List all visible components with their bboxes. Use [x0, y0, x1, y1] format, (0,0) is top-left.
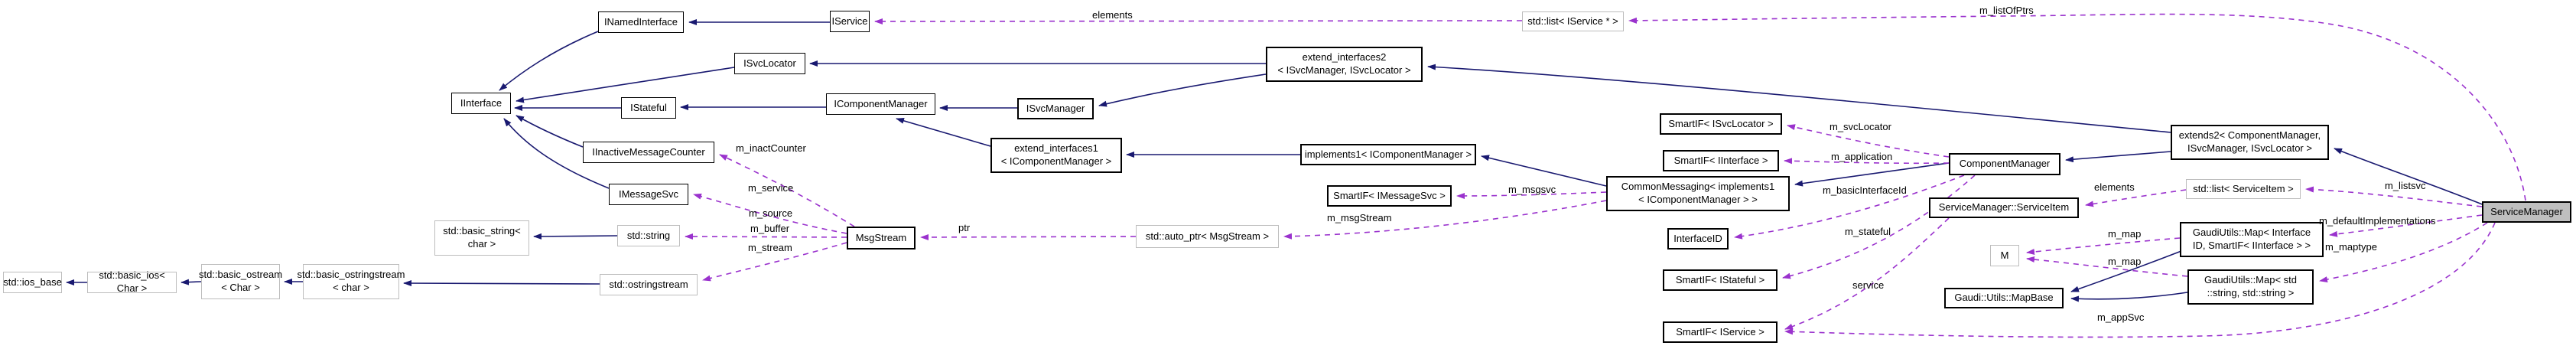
node-msgstream[interactable]: MsgStream [847, 227, 916, 250]
node-gaudi-utils-mapbase[interactable]: Gaudi::Utils::MapBase [1944, 288, 2064, 308]
edge-autoptr-msgstream-ptr [920, 233, 1137, 240]
node-std-list-serviceitem: std::list< ServiceItem > [2186, 179, 2301, 199]
edge-servicemanager-extends2 [2334, 148, 2485, 206]
edge-label-m-appsvc: m_appSvc [2097, 311, 2145, 323]
node-m: M [1990, 245, 2019, 266]
edge-label-ptr: ptr [958, 222, 971, 233]
edge-msgstream-stdstring-msource-mbuffer [685, 233, 847, 240]
node-iservice[interactable]: IService [830, 11, 870, 32]
edge-iinactivemessagecounter-iinterface [516, 115, 584, 148]
edge-extendinterfaces2-isvcmanager [1098, 73, 1267, 107]
node-icomponentmanager[interactable]: IComponentManager [826, 93, 935, 115]
node-iinactivemessagecounter[interactable]: IInactiveMessageCounter [583, 142, 714, 163]
node-std-basic-ostringstream: std::basic_ostringstream < char > [298, 264, 405, 299]
edge-commonmessaging-implements1 [1481, 155, 1607, 187]
node-imessagesvc[interactable]: IMessageSvc [609, 184, 688, 205]
edge-label-m-map-2: m_map [2108, 256, 2142, 267]
node-inamedinterface[interactable]: INamedInterface [598, 11, 684, 33]
node-isvclocator[interactable]: ISvcLocator [734, 53, 805, 74]
edge-label-m-basicinterfaceid: m_basicInterfaceId [1823, 184, 1907, 196]
edge-label-m-stateful: m_stateful [1845, 226, 1891, 237]
edge-extends2-extendinterfaces2 [1427, 64, 2171, 133]
node-std-string: std::string [617, 225, 680, 246]
node-gaudiutils-map-string[interactable]: GaudiUtils::Map< std ::string, std::stri… [2187, 269, 2314, 305]
edge-label-m-buffer: m_buffer [750, 223, 790, 234]
edge-ostringstream-basicostringstream [403, 280, 600, 287]
node-std-ios-base: std::ios_base [3, 272, 62, 293]
edge-label-m-msgstream: m_msgStream [1327, 212, 1392, 223]
edge-label-m-source: m_source [749, 207, 793, 219]
edge-servicemanager-listiservice-mlistofptrs [1628, 13, 2526, 201]
node-implements1[interactable]: implements1< IComponentManager > [1300, 144, 1476, 165]
node-std-basic-string: std::basic_string< char > [434, 220, 529, 256]
edge-componentmanager-commonmessaging [1794, 162, 1950, 187]
edge-label-m-inactcounter: m_inactCounter [736, 142, 806, 154]
node-isvcmanager[interactable]: ISvcManager [1017, 98, 1094, 119]
edge-extendinterfaces1-icomponentmanager [896, 117, 991, 147]
node-smartif-imessagesvc[interactable]: SmartIF< IMessageSvc > [1327, 185, 1452, 207]
node-istateful[interactable]: IStateful [621, 97, 676, 119]
node-std-auto-ptr-msgstream: std::auto_ptr< MsgStream > [1136, 225, 1279, 248]
node-servicemanager-serviceitem[interactable]: ServiceManager::ServiceItem [1929, 197, 2079, 218]
node-smartif-isvclocator[interactable]: SmartIF< ISvcLocator > [1660, 113, 1782, 135]
node-std-basic-ios: std::basic_ios< Char > [87, 269, 177, 294]
node-componentmanager[interactable]: ComponentManager [1949, 153, 2060, 175]
node-extend-interfaces2[interactable]: extend_interfaces2 < ISvcManager, ISvcLo… [1266, 47, 1423, 82]
edge-label-elements-right: elements [2094, 181, 2135, 193]
edge-mapstring-mapbase [2070, 292, 2188, 302]
edge-mapinterfaceid-m-mmap [2026, 237, 2181, 255]
node-commonmessaging[interactable]: CommonMessaging< implements1 < IComponen… [1606, 176, 1790, 211]
node-servicemanager: ServiceManager [2482, 201, 2571, 223]
edge-servicemanager-listserviceitem-mlistsvc [2305, 186, 2483, 207]
node-std-basic-ostream: std::basic_ostream < Char > [199, 264, 282, 299]
edge-label-m-msgsvc: m_msgsvc [1508, 184, 1556, 195]
node-iinterface[interactable]: IInterface [451, 93, 511, 114]
node-smartif-istateful[interactable]: SmartIF< IStateful > [1663, 269, 1778, 291]
edge-isvclocator-iinterface [516, 67, 735, 103]
edge-label-service: service [1852, 279, 1885, 291]
node-std-ostringstream: std::ostringstream [600, 274, 698, 295]
edge-label-m-svclocator: m_svcLocator [1830, 121, 1891, 132]
edge-label-m-listsvc: m_listsvc [2385, 180, 2426, 191]
node-gaudiutils-map-interfaceid[interactable]: GaudiUtils::Map< Interface ID, SmartIF< … [2180, 222, 2324, 257]
node-extend-interfaces1[interactable]: extend_interfaces1 < IComponentManager > [990, 138, 1122, 173]
edge-label-m-listofptrs: m_listOfPtrs [1979, 5, 2034, 16]
node-smartif-iinterface[interactable]: SmartIF< IInterface > [1663, 150, 1779, 171]
node-interfaceid[interactable]: InterfaceID [1667, 228, 1729, 250]
node-std-list-iservice-ptr: std::list< IService * > [1522, 11, 1624, 31]
edge-label-m-stream: m_stream [748, 242, 792, 253]
edge-mapstring-m-mmap [2026, 256, 2188, 277]
edge-inamedinterface-iinterface [499, 31, 599, 91]
edge-label-m-maptype: m_maptype [2325, 241, 2377, 253]
edge-label-m-defaultimplementations: m_defaultImplementations [2319, 215, 2436, 227]
edge-label-elements-top: elements [1092, 9, 1133, 21]
edge-label-m-map-1: m_map [2108, 228, 2142, 240]
node-extends2[interactable]: extends2< ComponentManager, ISvcManager,… [2171, 125, 2329, 160]
edge-label-m-application: m_application [1831, 151, 1893, 162]
edge-extends2-componentmanager [2065, 151, 2171, 163]
node-smartif-iservice[interactable]: SmartIF< IService > [1663, 321, 1778, 343]
edge-label-m-service: m_service [748, 182, 794, 194]
